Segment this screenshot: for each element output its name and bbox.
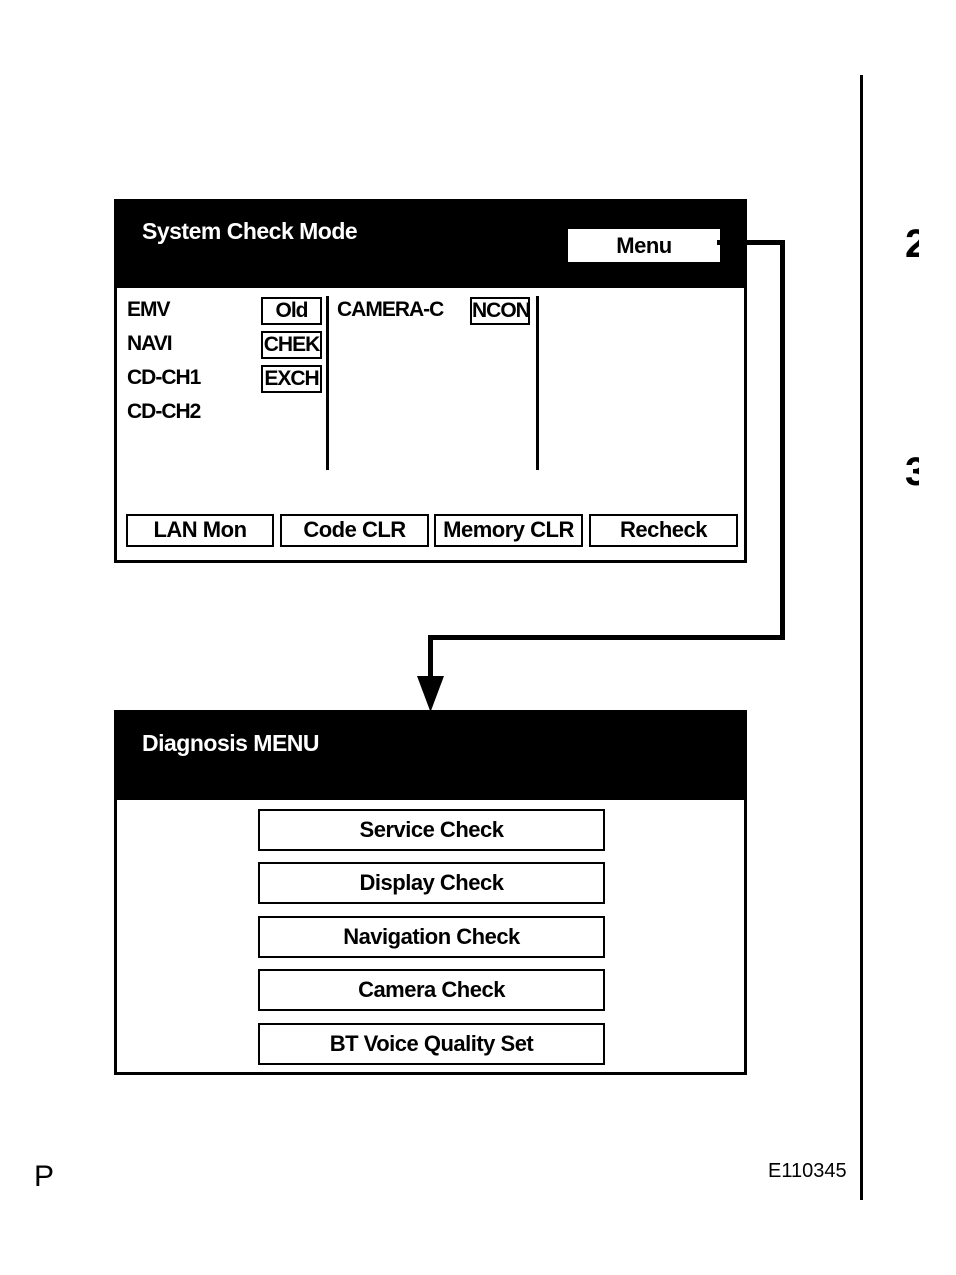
row-label-camera-c: CAMERA-C: [337, 298, 444, 321]
page-letter: P: [34, 1160, 55, 1193]
diagnosis-menu-screen: Diagnosis MENU Service Check Display Che…: [114, 710, 747, 1075]
menu-button[interactable]: Menu: [568, 229, 720, 262]
system-check-screen: System Check Mode Menu EMV Old NAVI CHEK…: [114, 199, 747, 563]
connector-vertical-right: [780, 240, 785, 640]
recheck-button[interactable]: Recheck: [589, 514, 738, 547]
connector-horizontal-top: [717, 240, 785, 245]
step-number-3: 3: [905, 450, 919, 494]
arrow-down-icon: [417, 676, 444, 712]
bt-voice-quality-set-button[interactable]: BT Voice Quality Set: [258, 1023, 605, 1065]
memory-clr-button[interactable]: Memory CLR: [434, 514, 583, 547]
diagnosis-menu-title: Diagnosis MENU: [142, 730, 320, 756]
status-box-cd-ch1: EXCH: [261, 365, 322, 393]
status-box-navi: CHEK: [261, 331, 322, 359]
system-check-header: System Check Mode Menu: [117, 202, 744, 288]
camera-check-button[interactable]: Camera Check: [258, 969, 605, 1011]
status-box-emv: Old: [261, 297, 322, 325]
system-check-title: System Check Mode: [142, 218, 358, 244]
column-divider-1: [326, 296, 329, 470]
row-label-navi: NAVI: [127, 332, 173, 355]
service-check-button[interactable]: Service Check: [258, 809, 605, 851]
connector-vertical-left: [428, 635, 433, 680]
page-margin-rule: [860, 75, 863, 1200]
row-label-cd-ch2: CD-CH2: [127, 400, 201, 423]
connector-horizontal-bottom: [428, 635, 785, 640]
diagnosis-menu-header: Diagnosis MENU: [117, 713, 744, 800]
row-label-emv: EMV: [127, 298, 171, 321]
column-divider-2: [536, 296, 539, 470]
row-label-cd-ch1: CD-CH1: [127, 366, 201, 389]
figure-code: E110345: [768, 1160, 847, 1182]
navigation-check-button[interactable]: Navigation Check: [258, 916, 605, 958]
code-clr-button[interactable]: Code CLR: [280, 514, 429, 547]
lan-mon-button[interactable]: LAN Mon: [126, 514, 274, 547]
status-box-camera-c: NCON: [470, 297, 531, 325]
display-check-button[interactable]: Display Check: [258, 862, 605, 904]
step-number-2: 2: [905, 222, 919, 266]
